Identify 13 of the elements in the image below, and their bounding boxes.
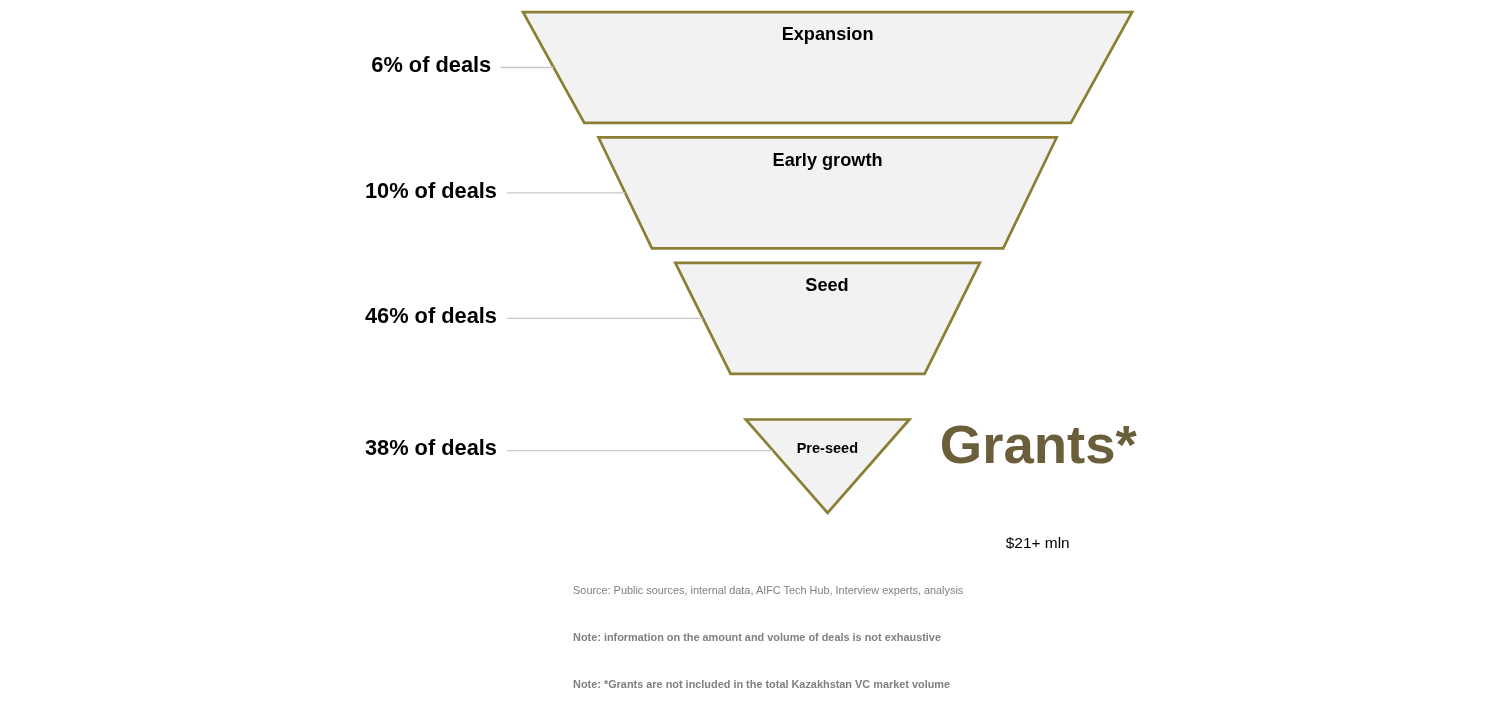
node-text: 10% of deals xyxy=(364,177,497,203)
connector xyxy=(506,192,626,194)
label: Source: Public sources, internal data, AIFC Tech Hub, Interview experts, analysis xyxy=(573,584,964,597)
label: Grants* xyxy=(939,414,1137,476)
label: $21+ mln xyxy=(1005,533,1070,551)
connector xyxy=(499,66,555,69)
node-text: 46% of deals xyxy=(364,303,497,329)
label: Note: information on the amount and volume of deals is not exhaustive xyxy=(573,630,941,643)
node-text: 6% of deals xyxy=(371,52,492,78)
node-text: 38% of deals xyxy=(364,435,497,461)
connector xyxy=(506,317,704,320)
label: Note: *Grants are not included in the total Kazakhstan VC market volume xyxy=(573,677,951,690)
connector xyxy=(506,449,774,452)
